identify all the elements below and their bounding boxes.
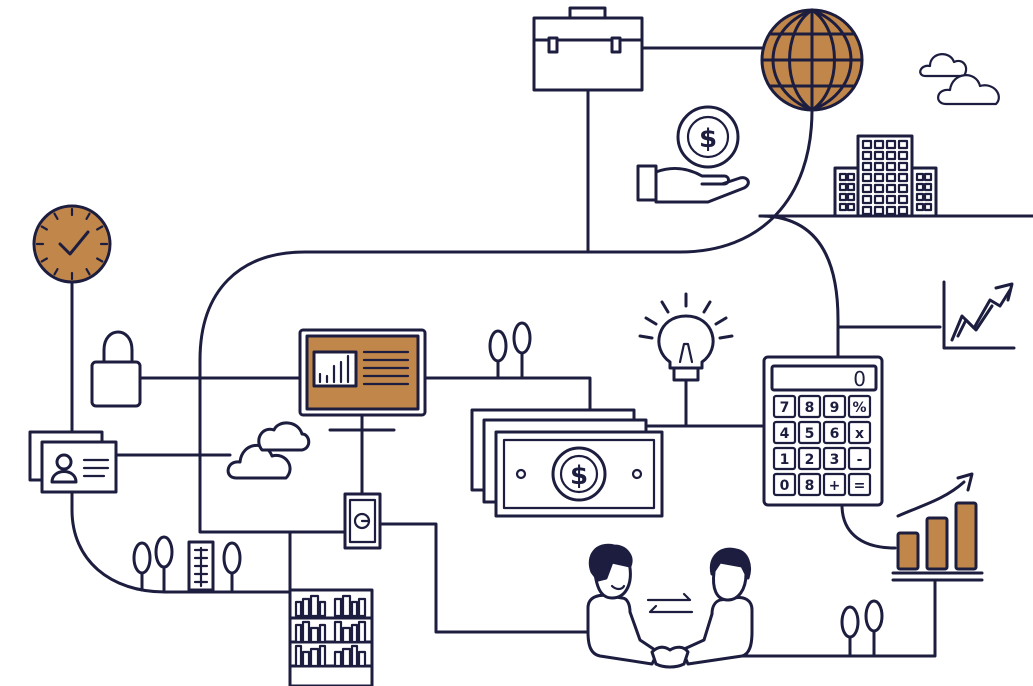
monitor-icon bbox=[298, 328, 427, 432]
svg-text:%: % bbox=[852, 400, 866, 416]
cloud-icon bbox=[226, 421, 311, 480]
globe-icon bbox=[760, 8, 864, 112]
calculator-key: 1 bbox=[772, 446, 797, 471]
padlock-icon bbox=[90, 330, 142, 408]
svg-text:6: 6 bbox=[830, 426, 840, 442]
bar-chart-icon bbox=[891, 472, 984, 582]
svg-text:1: 1 bbox=[780, 452, 790, 468]
calculator-key: 8 bbox=[797, 472, 822, 497]
svg-text:0: 0 bbox=[780, 478, 790, 494]
svg-text:=: = bbox=[854, 478, 866, 494]
calculator-key: 3 bbox=[822, 446, 847, 471]
svg-text:4: 4 bbox=[780, 426, 790, 442]
calculator-key: + bbox=[822, 472, 847, 497]
svg-text:+: + bbox=[829, 478, 841, 494]
svg-text:7: 7 bbox=[780, 400, 790, 416]
office-building-icon bbox=[187, 540, 215, 592]
calculator-key: 4 bbox=[772, 420, 797, 445]
calculator-key: 0 bbox=[772, 472, 797, 497]
lightbulb-icon bbox=[638, 292, 734, 382]
office-building-icon bbox=[833, 134, 938, 218]
svg-text:5: 5 bbox=[805, 426, 815, 442]
hand-coin-icon: $ bbox=[636, 105, 750, 204]
svg-text:3: 3 bbox=[830, 452, 840, 468]
svg-text:8: 8 bbox=[805, 400, 815, 416]
cloud-icon bbox=[919, 53, 1000, 106]
calculator-key: 6 bbox=[822, 420, 847, 445]
calculator-key: x bbox=[847, 420, 872, 445]
calculator-key: - bbox=[847, 446, 872, 471]
calculator-key: 8 bbox=[797, 394, 822, 419]
id-card-icon bbox=[28, 430, 118, 494]
clock-icon bbox=[32, 204, 112, 284]
svg-text:-: - bbox=[857, 452, 863, 468]
calculator-key: 5 bbox=[797, 420, 822, 445]
bookshelf-icon bbox=[288, 588, 374, 686]
svg-text:$: $ bbox=[570, 461, 588, 491]
tree-icon bbox=[132, 321, 884, 658]
calculator-key: 7 bbox=[772, 394, 797, 419]
calculator-key: % bbox=[847, 394, 872, 419]
briefcase-icon bbox=[532, 6, 644, 92]
calculator-key: = bbox=[847, 472, 872, 497]
svg-text:9: 9 bbox=[830, 400, 840, 416]
calculator-key: 9 bbox=[822, 394, 847, 419]
handshake-icon bbox=[586, 543, 754, 669]
safe-icon bbox=[343, 492, 382, 550]
svg-text:x: x bbox=[855, 426, 864, 442]
calculator-key: 2 bbox=[797, 446, 822, 471]
banknote-stack-icon: $ bbox=[470, 408, 664, 518]
svg-text:8: 8 bbox=[805, 478, 815, 494]
rising-chart-icon bbox=[942, 280, 1016, 350]
svg-text:$: $ bbox=[699, 124, 717, 154]
svg-text:2: 2 bbox=[805, 452, 815, 468]
calculator-display: 0 bbox=[853, 367, 866, 391]
